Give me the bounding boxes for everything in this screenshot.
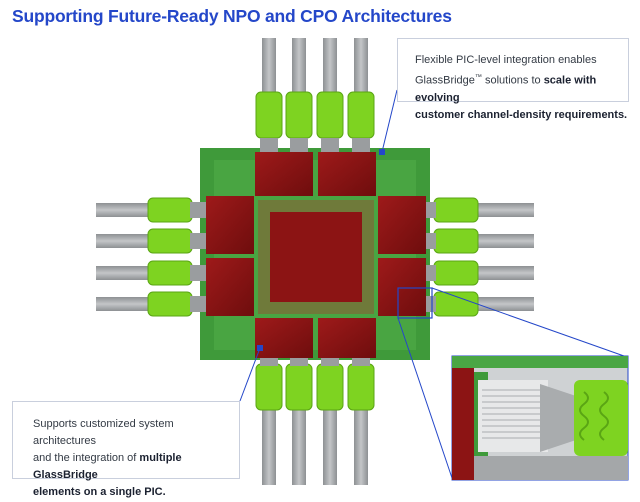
fibers-left [96, 203, 156, 311]
callout-top-bold1: scale with evolving [415, 74, 597, 104]
fibers-bottom [262, 395, 368, 485]
callout-top-mid: solutions to [481, 74, 544, 87]
page-title: Supporting Future-Ready NPO and CPO Arch… [12, 6, 452, 26]
callout-bottom-bold2: elements on a single PIC. [33, 486, 166, 498]
connectors-bottom [255, 363, 375, 411]
callout-top-marker [379, 149, 385, 155]
zoom-inset [451, 355, 629, 481]
callout-bottom-line1: Supports customized system architectures [33, 418, 174, 447]
callout-bottom-leader [239, 347, 261, 402]
connector-ferrules-top [260, 138, 370, 154]
callout-top-trademark: ™ [474, 74, 482, 81]
callout-top-leader [381, 89, 398, 153]
connectors-left [147, 197, 193, 317]
zoom-leader-top [431, 287, 625, 357]
central-die [270, 212, 362, 302]
callout-top-brand: GlassBridge [415, 74, 475, 87]
highlight-box [397, 287, 433, 319]
callout-top-line1: Flexible PIC-level integration enables [415, 54, 597, 66]
callout-bottom-marker [257, 345, 263, 351]
callout-bottom: Supports customized system architectures… [12, 401, 240, 498]
connectors-top [255, 91, 375, 139]
callout-top-bold2: customer channel-density requirements. [415, 108, 628, 121]
zoom-leader-bottom [397, 317, 453, 479]
callout-bottom-bold1: multiple GlassBridge [33, 452, 182, 481]
callout-bottom-pre: and the integration of [33, 452, 140, 464]
red-blocks [206, 152, 426, 358]
connectors-right [433, 197, 479, 317]
callout-top: Flexible PIC-level integration enables G… [397, 38, 629, 121]
fibers-right [474, 203, 534, 311]
